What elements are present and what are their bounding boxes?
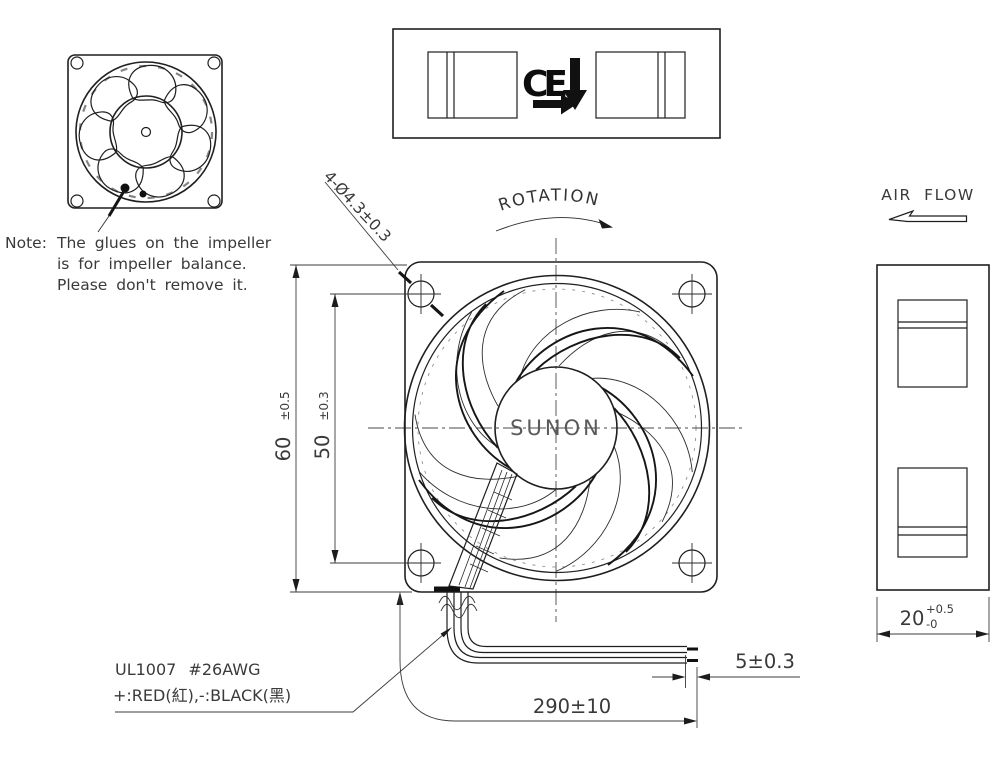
side-hub-block [897, 467, 968, 558]
rotation-text: ROTATION [496, 185, 602, 214]
lead-spec-callout: UL1007 #26AWG +:RED(紅),-:BLACK(黑) [113, 627, 452, 713]
dim-60-value: 60 [272, 437, 295, 462]
arrow-left-icon [877, 630, 890, 638]
rotation-arrow [495, 217, 611, 232]
rotation-label: ROTATION [495, 185, 613, 232]
guard-ring-outer [403, 274, 711, 582]
dim-5-text: 5±0.3 [735, 650, 795, 673]
rear-hole [70, 56, 84, 70]
dim-50-value: 50 [311, 435, 334, 460]
right-arrow-icon [533, 93, 577, 115]
glue-dot [120, 183, 130, 193]
arrow-down-icon [331, 550, 339, 563]
air-flow-label: AIR FLOW [881, 186, 974, 204]
air-flow-arrow-icon [888, 209, 968, 223]
mounting-holes [401, 274, 712, 583]
rear-frame [67, 54, 223, 209]
arrow-up-icon [292, 265, 300, 278]
arrow-down-icon [292, 579, 300, 592]
hole-diameter-mark [397, 270, 445, 318]
dim-depth-20: 20 +0.5 -0 [876, 597, 990, 642]
arrow-up-icon [331, 294, 339, 307]
dim-holes-text: 4-Ø4.3±0.3 [320, 167, 395, 245]
ce-mark: CE [522, 64, 565, 105]
guard-arms [418, 290, 694, 566]
note-leader [107, 190, 126, 217]
arrow-right-icon [976, 630, 989, 638]
guard-ring-inner [411, 282, 703, 574]
dim-lead-length: 290±10 [396, 592, 698, 728]
arrow-left-icon [697, 673, 710, 681]
arrow-right-icon [672, 673, 686, 681]
arrow-right-icon [684, 717, 697, 725]
dim-20-value: 20 [900, 607, 925, 630]
rotation-arrowhead-icon [598, 219, 613, 229]
side-view: AIR FLOW [876, 186, 990, 591]
dim-strip-length: 5±0.3 [652, 650, 800, 688]
dim-pitch-50: 50 ±0.3 [311, 293, 409, 564]
side-hub-block [897, 299, 968, 388]
wire-bundle [434, 462, 518, 592]
wire-break-symbol [438, 595, 476, 611]
wire-break-symbol [440, 603, 478, 619]
down-arrow-icon [563, 58, 587, 110]
note-prefix: Note: [5, 234, 47, 252]
fan-hub [494, 366, 618, 490]
rear-hole [207, 56, 221, 70]
impeller-rim [75, 61, 217, 203]
impeller-hub [109, 95, 183, 169]
label-plate-outline [392, 28, 721, 139]
brand-logo: SUNON [510, 416, 602, 440]
lead-wires [438, 592, 698, 664]
note-block: Note: The glues on the impeller is for i… [5, 234, 272, 294]
label-view: CE [392, 28, 721, 139]
dim-290-text: 290±10 [533, 695, 611, 718]
hub-center-hole [140, 126, 152, 138]
label-left [427, 51, 518, 119]
label-right [595, 51, 686, 119]
lead-polarity: +:RED(紅),-:BLACK(黑) [113, 686, 291, 705]
side-outline [876, 264, 990, 591]
rear-hole [70, 194, 84, 208]
note-line: Please don't remove it. [57, 276, 248, 294]
dim-60-tol: ±0.5 [278, 391, 292, 420]
impeller-blades [73, 64, 218, 206]
note-line: The glues on the impeller [56, 234, 272, 252]
dim-width-60: 60 ±0.5 [272, 264, 412, 593]
dim-20-tol-minus: -0 [926, 617, 937, 631]
note-leader [97, 215, 110, 233]
lead-spec: UL1007 #26AWG [115, 660, 260, 679]
dim-50-tol: ±0.3 [317, 391, 331, 420]
leader-arrowhead-icon [440, 627, 452, 638]
fan-blades [387, 274, 707, 597]
blade-tip-hatch [417, 288, 697, 568]
rear-hole [207, 194, 221, 208]
glue-dot [139, 190, 147, 198]
dim-20-tol-plus: +0.5 [926, 602, 954, 616]
front-view: SUNON [368, 238, 745, 622]
rear-view [67, 54, 223, 233]
note-line: is for impeller balance. [57, 255, 247, 273]
